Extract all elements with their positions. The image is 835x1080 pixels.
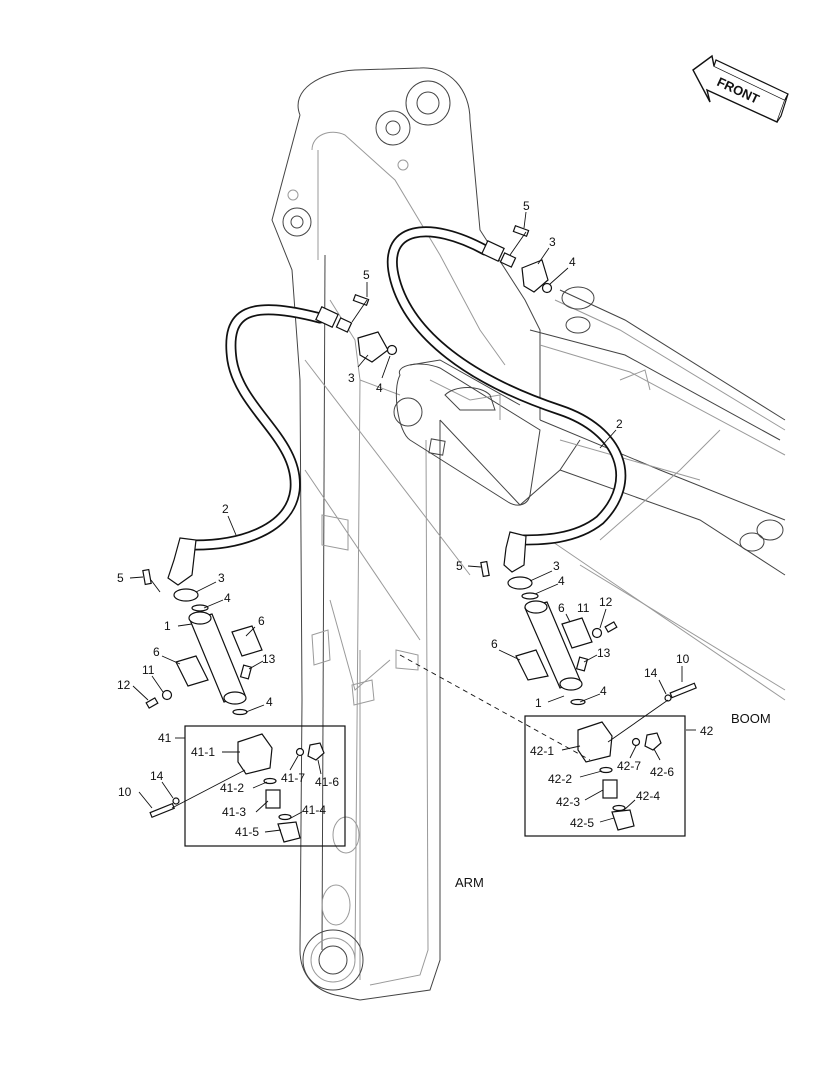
callout-12: 12 bbox=[117, 678, 131, 692]
callout-41-5: 41-5 bbox=[235, 825, 259, 839]
kit-box-42 bbox=[524, 715, 686, 837]
callout-41-7: 41-7 bbox=[281, 771, 305, 785]
callout-14: 14 bbox=[644, 666, 658, 680]
callout-3: 3 bbox=[218, 571, 225, 585]
front-arrow-icon: FRONT bbox=[692, 54, 789, 123]
callout-42-2: 42-2 bbox=[548, 772, 572, 786]
callout-41-1: 41-1 bbox=[191, 745, 215, 759]
callout-13: 13 bbox=[597, 646, 611, 660]
callout-1: 1 bbox=[535, 696, 542, 710]
callout-42-7: 42-7 bbox=[617, 759, 641, 773]
callout-2: 2 bbox=[616, 417, 623, 431]
callout-41: 41 bbox=[158, 731, 172, 745]
callout-6: 6 bbox=[153, 645, 160, 659]
callout-5: 5 bbox=[363, 268, 370, 282]
callout-3: 3 bbox=[348, 371, 355, 385]
callout-42: 42 bbox=[700, 724, 714, 738]
callout-5: 5 bbox=[523, 199, 530, 213]
callout-14: 14 bbox=[150, 769, 164, 783]
callout-4: 4 bbox=[224, 591, 231, 605]
callout-41-2: 41-2 bbox=[220, 781, 244, 795]
callout-12: 12 bbox=[599, 595, 613, 609]
hoses bbox=[167, 226, 627, 586]
leader-lines bbox=[129, 211, 696, 833]
callout-42-4: 42-4 bbox=[636, 789, 660, 803]
callout-3: 3 bbox=[549, 235, 556, 249]
callout-6: 6 bbox=[491, 637, 498, 651]
callout-41-6: 41-6 bbox=[315, 775, 339, 789]
upper-clamps bbox=[352, 225, 553, 363]
callout-11: 11 bbox=[142, 663, 155, 677]
callout-4: 4 bbox=[569, 255, 576, 269]
callout-11: 11 bbox=[577, 601, 590, 615]
callout-4: 4 bbox=[558, 574, 565, 588]
callout-labels: BOOM ARM 5 3 4 5 3 4 2 2 5 3 4 1 6 6 13 … bbox=[117, 199, 771, 890]
boom-structure bbox=[393, 286, 786, 701]
callout-42-6: 42-6 bbox=[650, 765, 674, 779]
callout-5: 5 bbox=[117, 571, 124, 585]
left-pipe-assembly bbox=[142, 568, 346, 847]
callout-5: 5 bbox=[456, 559, 463, 573]
callout-13: 13 bbox=[262, 652, 276, 666]
callout-42-3: 42-3 bbox=[556, 795, 580, 809]
arm-label: ARM bbox=[455, 875, 484, 890]
callout-6: 6 bbox=[258, 614, 265, 628]
callout-6: 6 bbox=[558, 601, 565, 615]
callout-10: 10 bbox=[676, 652, 690, 666]
callout-3: 3 bbox=[553, 559, 560, 573]
arm-structure bbox=[271, 67, 581, 1001]
callout-4: 4 bbox=[266, 695, 273, 709]
callout-4: 4 bbox=[376, 381, 383, 395]
callout-2: 2 bbox=[222, 502, 229, 516]
callout-41-4: 41-4 bbox=[302, 803, 326, 817]
callout-4: 4 bbox=[600, 684, 607, 698]
kit-box-41 bbox=[184, 725, 346, 847]
boom-label: BOOM bbox=[731, 711, 771, 726]
right-pipe-assembly bbox=[480, 560, 697, 837]
callout-41-3: 41-3 bbox=[222, 805, 246, 819]
callout-10: 10 bbox=[118, 785, 132, 799]
callout-42-5: 42-5 bbox=[570, 816, 594, 830]
callout-42-1: 42-1 bbox=[530, 744, 554, 758]
callout-1: 1 bbox=[164, 619, 171, 633]
